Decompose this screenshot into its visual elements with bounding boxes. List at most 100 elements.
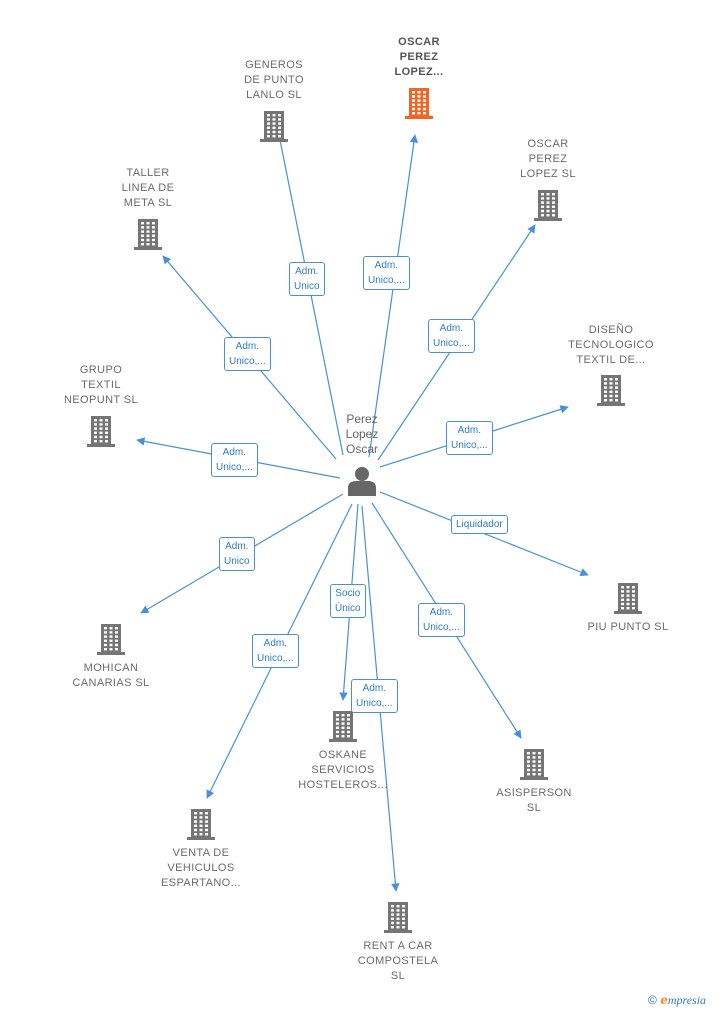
label-line: DISEÑO	[588, 324, 634, 336]
label-line: VENTA DE	[172, 847, 230, 859]
node-label-asisperson[interactable]: ASISPERSON SL	[469, 786, 599, 816]
label-line: Unico,...	[229, 356, 266, 367]
label-line: Unico,...	[216, 462, 253, 473]
node-label-oscar-perez-lopez-sl[interactable]: OSCAR PEREZ LOPEZ SL	[483, 137, 613, 182]
label-line: LANLO SL	[246, 89, 302, 101]
label-line: Unico,...	[451, 440, 488, 451]
edge-role-label-grupo[interactable]: Adm. Unico,...	[211, 443, 258, 477]
label-line: Adm.	[222, 447, 247, 458]
icons-layer	[87, 88, 642, 933]
node-label-diseno[interactable]: DISEÑO TECNOLOGICO TEXTIL DE...	[546, 323, 676, 368]
label-line: Adm.	[263, 638, 288, 649]
label-line: LOPEZ...	[394, 66, 444, 78]
edge-role-label-piu[interactable]: Liquidador	[451, 515, 508, 534]
label-line: RENT A CAR	[363, 940, 433, 952]
empresia-brand[interactable]: © empresia	[648, 993, 706, 1008]
person-icon[interactable]	[348, 467, 376, 496]
label-line: ASISPERSON	[496, 787, 572, 799]
building-icon-taller[interactable]	[134, 219, 162, 250]
label-line: TEXTIL	[81, 379, 121, 391]
building-icon-oskane[interactable]	[329, 711, 357, 742]
label-line: SERVICIOS	[311, 764, 375, 776]
label-line: Adm.	[429, 607, 454, 618]
label-line: Unico,...	[257, 653, 294, 664]
label-line: VEHICULOS	[167, 862, 235, 874]
building-icon-mohican[interactable]	[97, 624, 125, 655]
label-line: TECNOLOGICO	[568, 339, 654, 351]
label-line: OSCAR	[398, 36, 440, 48]
label-line: TEXTIL DE...	[576, 354, 646, 366]
copyright-symbol: ©	[648, 993, 657, 1007]
label-line: Liquidador	[456, 519, 503, 530]
edge-role-label-asisperson[interactable]: Adm. Unico,...	[418, 603, 465, 637]
node-label-rentacar[interactable]: RENT A CAR COMPOSTELA SL	[333, 939, 463, 984]
node-label-piu[interactable]: PIU PUNTO SL	[563, 620, 693, 635]
label-line: SL	[526, 802, 542, 814]
label-line: META SL	[123, 197, 173, 209]
edge-role-label-venta[interactable]: Adm. Unico,...	[252, 634, 299, 668]
label-line: Adm.	[439, 323, 464, 334]
label-line: Único	[335, 603, 361, 614]
label-line: COMPOSTELA	[357, 955, 439, 967]
label-line: PEREZ	[399, 51, 439, 63]
edge-role-label-oscar-perez-lopez-dots[interactable]: Adm. Unico,...	[363, 256, 410, 290]
label-line: SL	[390, 970, 406, 982]
building-icon-grupo[interactable]	[87, 416, 115, 447]
building-icon-venta[interactable]	[187, 809, 215, 840]
label-line: Lopez	[345, 427, 379, 441]
label-line: LINEA DE	[121, 182, 175, 194]
edge-role-label-oscar-perez-lopez-sl[interactable]: Adm. Unico,...	[428, 319, 475, 353]
label-line: Adm.	[235, 341, 260, 352]
edge-role-label-diseno[interactable]: Adm.Unico,...	[446, 421, 493, 455]
label-line: ESPARTANO...	[161, 877, 241, 889]
node-label-mohican[interactable]: MOHICAN CANARIAS SL	[46, 661, 176, 691]
edge-role-label-taller[interactable]: Adm. Unico,...	[224, 337, 271, 371]
label-line: Perez	[346, 412, 378, 426]
label-line: MOHICAN	[83, 662, 139, 674]
label-line: PEREZ	[528, 153, 568, 165]
node-label-venta[interactable]: VENTA DE VEHICULOS ESPARTANO...	[136, 846, 266, 891]
building-icon-diseno[interactable]	[597, 375, 625, 406]
label-line: Unico,...	[423, 622, 460, 633]
building-icon-oscar-perez-lopez-sl[interactable]	[534, 190, 562, 221]
label-line: TALLER	[126, 167, 170, 179]
building-icon-oscar-perez-lopez-dots[interactable]	[405, 88, 433, 119]
label-line: Adm.	[362, 683, 387, 694]
building-icon-asisperson[interactable]	[520, 749, 548, 780]
node-label-taller[interactable]: TALLER LINEA DE META SL	[83, 166, 213, 211]
brand-initial: e	[660, 993, 668, 1007]
label-line: Socio	[335, 588, 361, 599]
label-line: Unico,...	[368, 275, 405, 286]
building-icon-piu[interactable]	[614, 583, 642, 614]
label-line: PIU PUNTO SL	[587, 621, 669, 633]
label-line: Oscar	[345, 442, 378, 456]
label-line: Adm.	[295, 266, 319, 277]
node-label-oscar-perez-lopez-dots[interactable]: OSCAR PEREZ LOPEZ...	[354, 35, 484, 80]
building-icon-generos[interactable]	[260, 111, 288, 142]
node-label-generos[interactable]: GENEROS DE PUNTO LANLO SL	[209, 58, 339, 103]
label-line: LOPEZ SL	[520, 168, 576, 180]
node-label-oskane[interactable]: OSKANE SERVICIOS HOSTELEROS...	[278, 748, 408, 793]
label-line: Adm.	[374, 260, 399, 271]
label-line: GENEROS	[245, 59, 303, 71]
brand-rest: mpresia	[667, 993, 707, 1007]
edge-role-label-rentacar[interactable]: Adm. Unico,...	[351, 679, 398, 713]
label-line: NEOPUNT SL	[63, 394, 139, 406]
edge-line-oscar-perez-lopez-dots	[368, 134, 419, 458]
label-line: Adm.	[225, 541, 249, 552]
label-line: Unico	[224, 556, 250, 567]
edge-role-label-generos[interactable]: Adm. Unico	[289, 262, 325, 296]
label-line: CANARIAS SL	[72, 677, 150, 689]
label-line: HOSTELEROS...	[298, 779, 388, 791]
label-line: Unico,...	[356, 698, 393, 709]
label-line: OSKANE	[318, 749, 368, 761]
edge-role-label-mohican[interactable]: Adm. Unico	[219, 537, 255, 571]
building-icon-rentacar[interactable]	[384, 902, 412, 933]
label-line: OSCAR	[527, 138, 569, 150]
label-line: DE PUNTO	[244, 74, 304, 86]
label-line: Unico,...	[433, 338, 470, 349]
label-line: Unico	[294, 281, 320, 292]
